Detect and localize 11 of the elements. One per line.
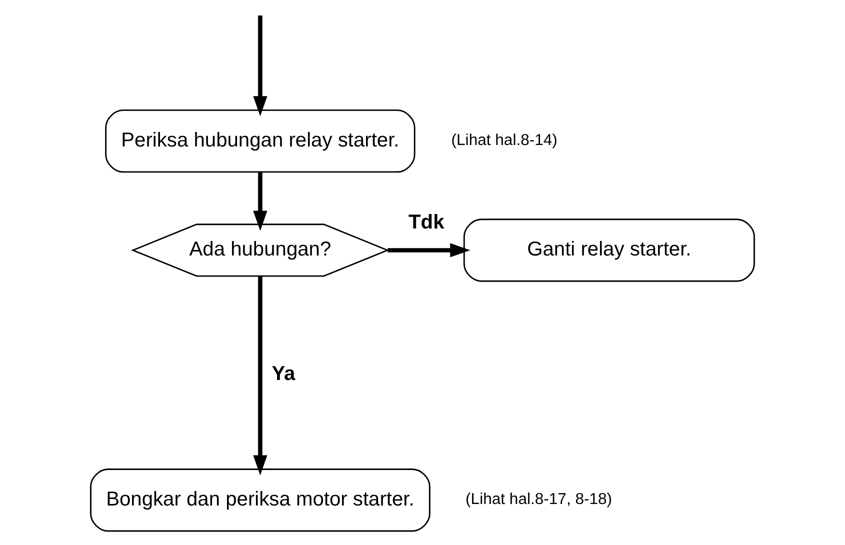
node-box: Ganti relay starter. xyxy=(463,218,755,282)
node-box: Periksa hubungan relay starter. xyxy=(105,110,416,173)
arrow xyxy=(253,276,268,476)
node-label: (Lihat hal.8-17, 8-18) xyxy=(466,491,612,508)
node-label: (Lihat hal.8-14) xyxy=(451,132,558,150)
arrow xyxy=(388,243,470,258)
node-box: Bongkar dan periksa motor starter. xyxy=(90,468,430,532)
edge-label: Ya xyxy=(272,362,296,385)
arrow xyxy=(253,16,268,116)
edge-label: Tdk xyxy=(408,211,444,234)
arrow xyxy=(253,172,268,231)
